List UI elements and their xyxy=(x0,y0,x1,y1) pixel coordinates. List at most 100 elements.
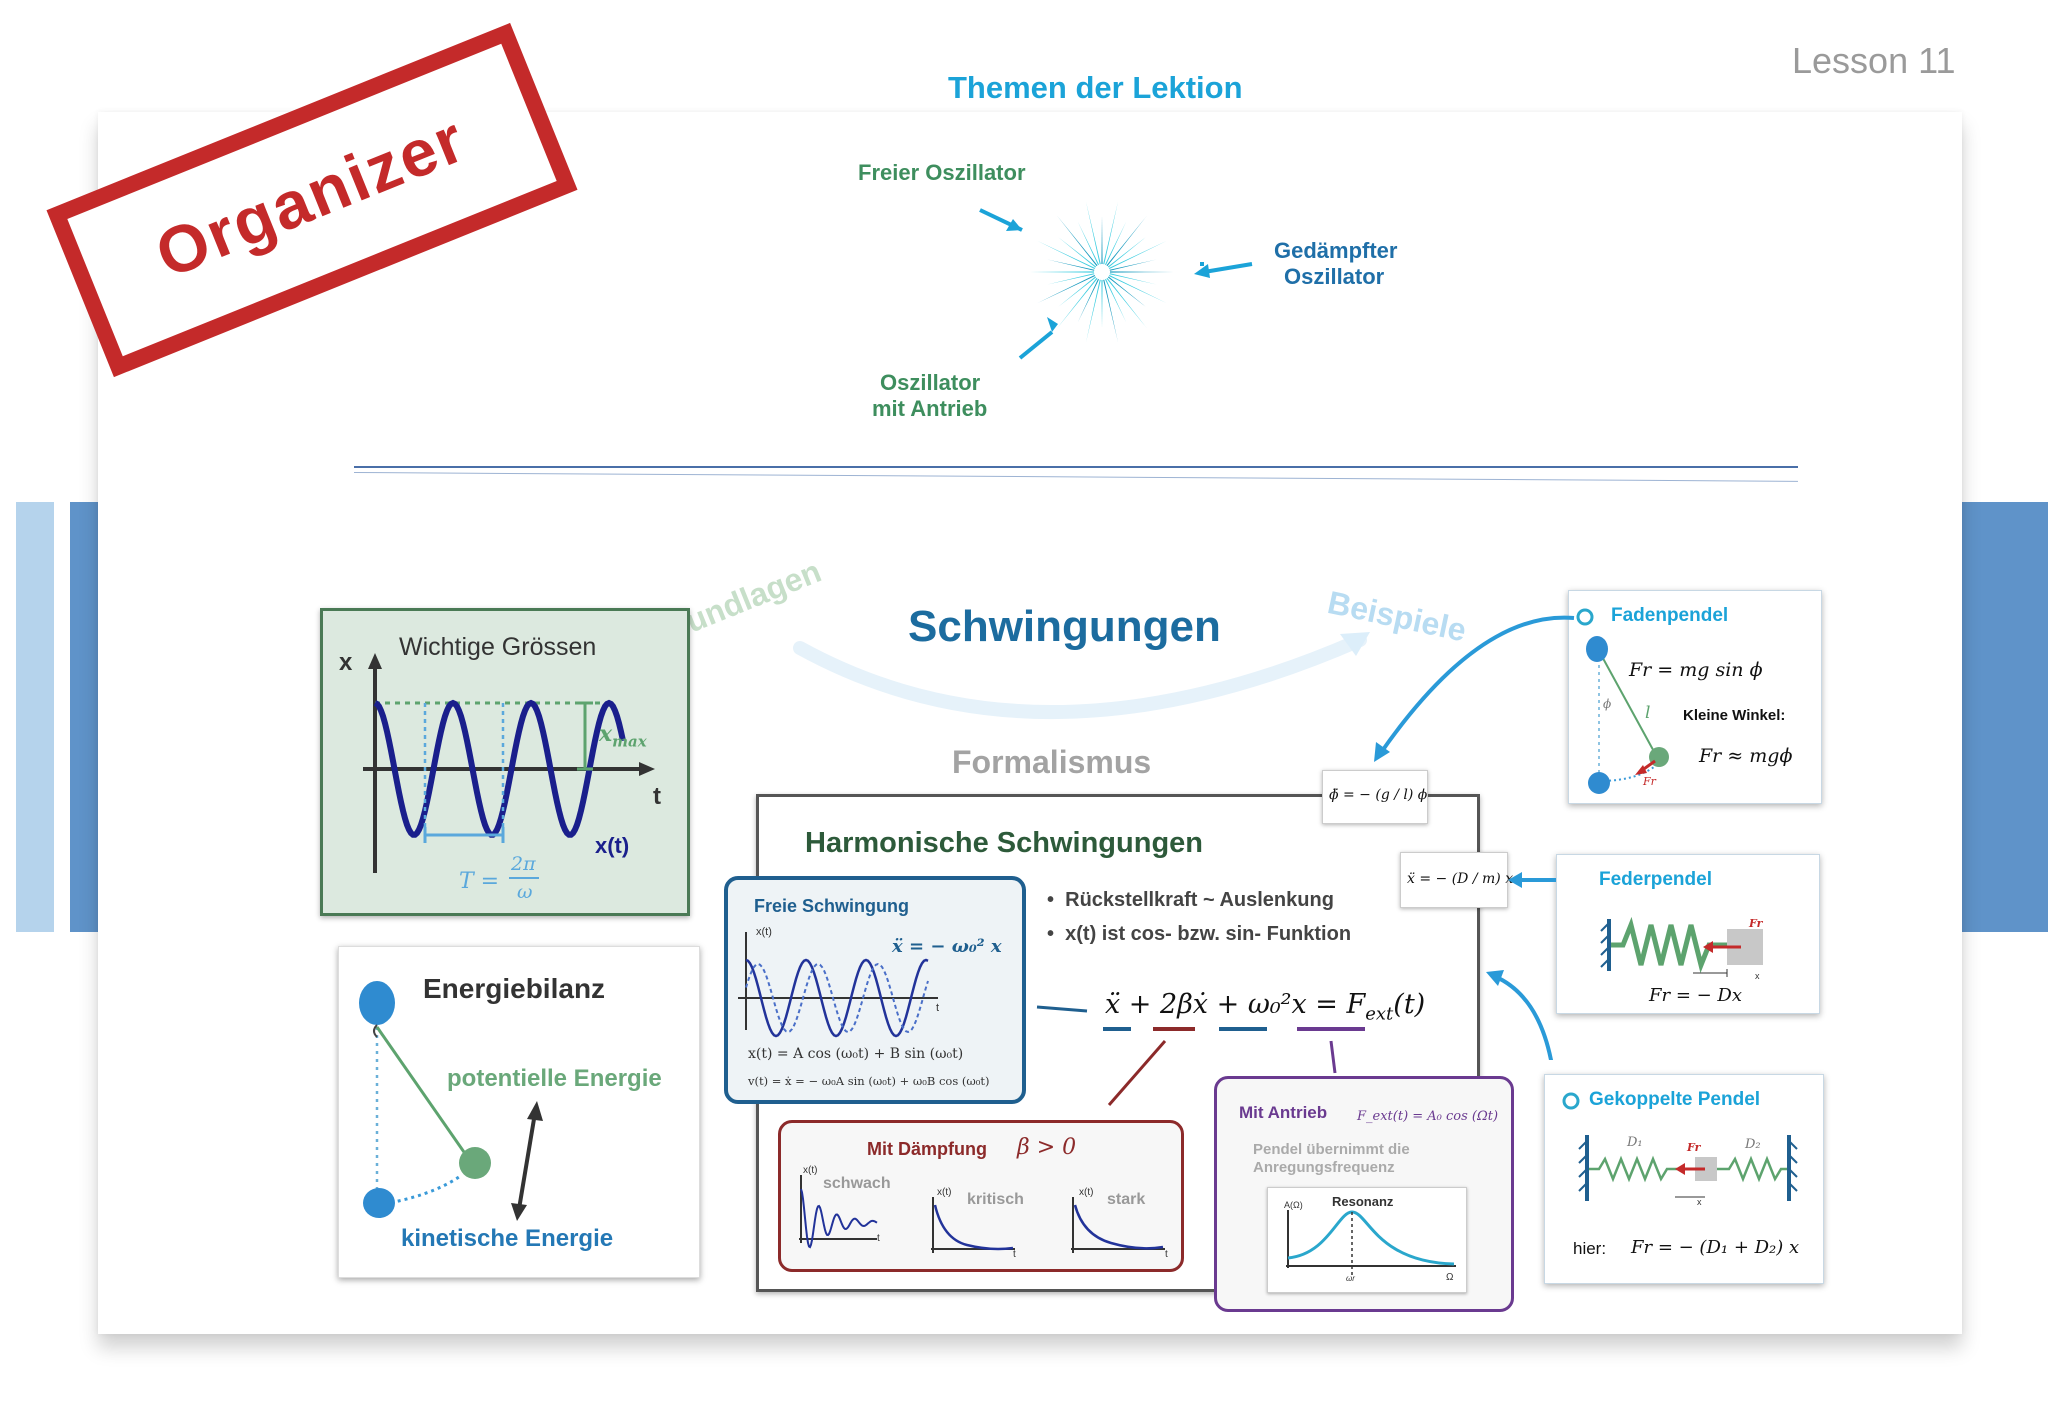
free-oscillation-x-solution: x(t) = A cos (ω₀t) + B sin (ω₀t) xyxy=(748,1046,964,1062)
resonance-x-label: Ω xyxy=(1446,1272,1454,1283)
side-bar-left xyxy=(70,502,98,932)
damping-t-label-1: t xyxy=(877,1233,880,1244)
arrow-damped xyxy=(1194,262,1253,278)
damping-t-label-3: t xyxy=(1165,1249,1168,1260)
star-spike xyxy=(1086,201,1101,265)
free-oscillation-title: Freie Schwingung xyxy=(754,896,910,916)
coupled-x-label: x xyxy=(1697,1197,1702,1207)
harmonic-equation-sub: ext xyxy=(1365,1003,1394,1025)
spring-pendulum-x-label: x xyxy=(1755,971,1760,981)
axis-x-label: x xyxy=(339,649,353,676)
connector-arrows xyxy=(1374,615,1575,1060)
harmonic-bullet-2-text: x(t) ist cos- bzw. sin- Funktion xyxy=(1065,923,1352,945)
energy-title: Energiebilanz xyxy=(423,973,606,1004)
spring-pendulum-ode-box: ẍ = − (D / m) x xyxy=(1400,852,1513,908)
star-spike xyxy=(1058,237,1097,268)
star-spike xyxy=(1037,240,1096,269)
star-spike xyxy=(1101,280,1103,328)
spring-pendulum-title: Federpendel xyxy=(1599,869,1712,890)
driven-note-line2: Anregungsfrequenz xyxy=(1253,1159,1395,1176)
thread-pendulum-ode-box: ϕ̈ = − (g / l) ϕ xyxy=(1322,770,1428,824)
thread-pendulum-length: l xyxy=(1645,703,1651,723)
free-oscillation-y-label: x(t) xyxy=(756,926,772,938)
thread-pendulum-force: Fr = mg sin ϕ xyxy=(1629,659,1763,681)
damping-y-label-3: x(t) xyxy=(1079,1187,1094,1198)
thread-pendulum-approx: Fr ≈ mgϕ xyxy=(1699,745,1793,767)
star-spike xyxy=(1109,273,1157,285)
xmax-label: xmax xyxy=(599,721,647,750)
damping-plots xyxy=(799,1175,1165,1253)
harmonic-equation-main: ẍ + 2βẋ + ω₀²x = F xyxy=(1105,989,1366,1020)
topic-damped-oscillator-line1: Gedämpfter xyxy=(1274,238,1398,263)
spring-pendulum-drawing xyxy=(1600,916,1763,977)
star-spike xyxy=(1103,279,1118,343)
damping-case-weak: schwach xyxy=(823,1175,891,1192)
free-oscillation-v-solution: v(t) = ẋ = − ω₀A sin (ω₀t) + ω₀B cos (ω₀… xyxy=(748,1074,990,1088)
energy-box: Energiebilanz potentielle Energie kineti… xyxy=(338,946,700,1278)
energy-potential-label: potentielle Energie xyxy=(447,1065,662,1092)
harmonic-bullet-2: • x(t) ist cos- bzw. sin- Funktion xyxy=(1047,923,1352,945)
damping-y-label-2: x(t) xyxy=(937,1187,952,1198)
star-spike xyxy=(1110,271,1174,273)
coupled-d2-label: D₂ xyxy=(1745,1137,1761,1152)
star-spike xyxy=(1047,273,1095,285)
star-spike xyxy=(1107,237,1146,268)
arrow-driven xyxy=(1018,330,1054,360)
star-spike xyxy=(1109,259,1157,271)
topics-title: Themen der Lektion xyxy=(948,70,1243,105)
side-bar-right xyxy=(1962,502,2048,932)
driven-box: Mit Antrieb F_ext(t) = A₀ cos (Ωt) Pende… xyxy=(1214,1076,1514,1312)
star-spike xyxy=(1106,215,1147,267)
divider-line xyxy=(354,466,1798,468)
harmonic-title: Harmonische Schwingungen xyxy=(805,827,1203,859)
equation-underlines xyxy=(1036,1005,1365,1106)
coupled-force: Fr = − (D₁ + D₂) x xyxy=(1631,1237,1800,1258)
quantities-box: Wichtige Grössen x t xmax x(t) T = 2π ω xyxy=(320,608,690,916)
xmax-subscript: max xyxy=(612,732,647,751)
coupled-pendulum-title: Gekoppelte Pendel xyxy=(1589,1089,1761,1110)
xt-label: x(t) xyxy=(595,833,630,858)
resonance-plot-box: Resonanz A(Ω) ωr Ω xyxy=(1267,1187,1467,1293)
damping-title: Mit Dämpfung xyxy=(867,1139,987,1159)
star-spike xyxy=(1107,276,1146,307)
example-coupled-pendulum: Gekoppelte Pendel D₁ D₂ Fr x hier: Fr = … xyxy=(1544,1074,1824,1284)
spring-pendulum-force: Fr = − Dx xyxy=(1649,985,1743,1006)
damping-case-strong: stark xyxy=(1107,1191,1146,1208)
quantities-title: Wichtige Grössen xyxy=(399,633,597,661)
free-oscillation-box: Freie Schwingung x(t) t ẍ = − ω₀² x x(t)… xyxy=(724,876,1026,1104)
damping-y-label-1: x(t) xyxy=(803,1165,818,1176)
period-fraction-bar xyxy=(509,877,539,879)
driven-title: Mit Antrieb xyxy=(1239,1103,1328,1122)
star-spike xyxy=(1105,221,1127,266)
damping-condition: β > 0 xyxy=(1017,1135,1077,1160)
star-spike xyxy=(1057,277,1098,329)
arc-label-formalismus: Formalismus xyxy=(952,744,1152,780)
period-den: ω xyxy=(517,881,533,903)
coupled-prefix: hier: xyxy=(1573,1239,1607,1258)
star-spike xyxy=(1030,271,1094,273)
energy-kinetic-label: kinetische Energie xyxy=(401,1225,614,1252)
spring-pendulum-force-label: Fr xyxy=(1749,917,1763,930)
period-lhs: T = xyxy=(459,869,500,894)
star-spike xyxy=(1047,259,1095,271)
example-spring-pendulum: Federpendel Fr x Fr = − Dx xyxy=(1556,854,1820,1014)
harmonic-equation-tail: (t) xyxy=(1393,989,1426,1020)
star-spike xyxy=(1106,277,1147,329)
thread-pendulum-title: Fadenpendel xyxy=(1611,605,1729,626)
topic-driven-oscillator-line1: Oszillator xyxy=(880,370,981,395)
resonance-curve xyxy=(1286,1210,1456,1278)
damping-box: Mit Dämpfung β > 0 schwach kritisch star… xyxy=(778,1120,1184,1272)
energy-pendulum xyxy=(359,981,543,1221)
resonance-y-label: A(Ω) xyxy=(1284,1200,1303,1210)
coupled-d1-label: D₁ xyxy=(1627,1135,1643,1150)
harmonic-bullet-1-text: Rückstellkraft ~ Auslenkung xyxy=(1065,889,1334,911)
topics-star-graphic xyxy=(979,201,1204,360)
free-oscillation-ode: ẍ = − ω₀² x xyxy=(892,936,1002,957)
free-oscillation-t-label: t xyxy=(936,1002,940,1014)
harmonic-equation: ẍ + 2βẋ + ω₀²x = Fext(t) xyxy=(1105,989,1425,1024)
damping-case-critical: kritisch xyxy=(967,1191,1024,1208)
side-bar-light-left xyxy=(16,502,54,932)
example-thread-pendulum: Fadenpendel Fr = mg sin ϕ Kleine Winkel:… xyxy=(1568,590,1822,804)
main-title: Schwingungen xyxy=(908,602,1221,651)
star-spike xyxy=(1103,201,1118,265)
